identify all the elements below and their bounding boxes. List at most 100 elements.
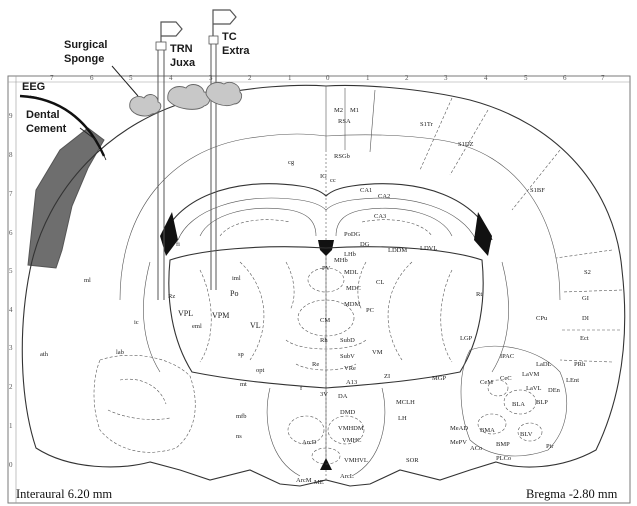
- region-label: fi: [176, 241, 180, 248]
- region-label: VL: [250, 321, 261, 330]
- top-tick: 6: [563, 74, 567, 82]
- region-label: BMA: [480, 427, 495, 434]
- lateral-ventricle-left: [160, 212, 178, 256]
- region-label: DA: [338, 393, 348, 400]
- region-label: ME: [314, 479, 324, 486]
- left-tick: 1: [9, 422, 13, 430]
- region-label: MCLH: [396, 399, 415, 406]
- region-label: VPL: [178, 309, 193, 318]
- left-tick: 8: [9, 151, 13, 159]
- region-label: LDVL: [420, 245, 437, 252]
- bregma-label: Bregma -2.80 mm: [526, 487, 618, 501]
- region-label: S1DZ: [458, 141, 474, 148]
- region-label: 3V: [320, 391, 328, 398]
- region-label: MDM: [344, 301, 360, 308]
- top-tick: 6: [90, 74, 94, 82]
- tc-label-line1: TC: [222, 31, 237, 43]
- trn-label-line2: Juxa: [170, 57, 196, 69]
- left-tick: 9: [9, 112, 13, 120]
- region-label: LaVL: [526, 385, 542, 392]
- region-label: ns: [236, 433, 242, 440]
- top-tick: 2: [248, 74, 252, 82]
- top-tick: 7: [50, 74, 54, 82]
- region-label: CeM: [480, 379, 493, 386]
- region-label: RSGb: [334, 153, 350, 160]
- tc-label-line2: Extra: [222, 45, 250, 57]
- region-label: Pir: [546, 443, 554, 450]
- region-label: cg: [288, 159, 295, 166]
- region-label: BLA: [512, 401, 525, 408]
- region-label: BLP: [536, 399, 548, 406]
- left-axis: 9 8 7 6 5 4 3 2 1 0: [9, 76, 16, 503]
- region-label: PC: [366, 307, 374, 314]
- left-tick: 5: [9, 267, 13, 275]
- region-label: ml: [84, 277, 91, 284]
- region-label: VM: [372, 349, 383, 356]
- trn-label-line1: TRN: [170, 43, 193, 55]
- region-label: ArcD: [302, 439, 317, 446]
- region-label: GI: [582, 295, 589, 302]
- left-tick: 2: [9, 383, 13, 391]
- left-lower-region: [94, 355, 195, 452]
- region-label: LHb: [344, 251, 356, 258]
- region-label: SOR: [406, 457, 419, 464]
- region-label: MePV: [450, 439, 467, 446]
- region-label: BMP: [496, 441, 510, 448]
- top-tick: 0: [326, 74, 330, 82]
- surgical-sponge: [130, 82, 242, 116]
- left-tick: 4: [9, 306, 13, 314]
- region-label: DEn: [548, 387, 561, 394]
- region-label: M1: [350, 107, 359, 114]
- region-label: IPAC: [500, 353, 514, 360]
- region-label: LH: [398, 415, 407, 422]
- region-label: SubV: [340, 353, 355, 360]
- region-label: Rt: [476, 291, 482, 298]
- top-tick: 5: [129, 74, 133, 82]
- region-label: DMD: [340, 409, 355, 416]
- dental-cement: [28, 128, 104, 268]
- region-label: PV: [322, 265, 331, 272]
- region-label: ArcM: [296, 477, 312, 484]
- region-label: mt: [240, 381, 247, 388]
- region-label: CA2: [378, 193, 390, 200]
- region-label: MHb: [334, 257, 348, 264]
- region-label: lab: [116, 349, 124, 356]
- top-tick: 4: [169, 74, 173, 82]
- dental-cement-label-line2: Cement: [26, 123, 67, 135]
- top-tick: 1: [288, 74, 292, 82]
- region-label: Re: [312, 361, 319, 368]
- region-label: CM: [320, 317, 330, 324]
- region-label: LDDM: [388, 247, 407, 254]
- region-label: ArcL: [340, 473, 354, 480]
- region-label: MGP: [432, 375, 446, 382]
- left-tick: 3: [9, 344, 13, 352]
- region-label: opt: [256, 367, 265, 374]
- region-label: MeAD: [450, 425, 468, 432]
- region-label: S1Tr: [420, 121, 434, 128]
- left-tick: 0: [9, 461, 13, 469]
- region-label: ZI: [384, 373, 390, 380]
- top-tick: 2: [405, 74, 409, 82]
- top-tick: 4: [484, 74, 488, 82]
- region-label: VPM: [212, 311, 229, 320]
- interaural-label: Interaural 6.20 mm: [16, 487, 112, 501]
- region-label: M2: [334, 107, 343, 114]
- region-label: Ect: [580, 335, 589, 342]
- region-label: IG: [320, 173, 327, 180]
- dental-cement-label-line1: Dental: [26, 109, 60, 121]
- region-label: Rz: [168, 293, 175, 300]
- region-label: Po: [230, 289, 238, 298]
- region-label: PoDG: [344, 231, 361, 238]
- region-label: PRh: [574, 361, 586, 368]
- top-tick: 7: [601, 74, 605, 82]
- region-label: iml: [232, 275, 241, 282]
- eeg-label: EEG: [22, 81, 45, 93]
- region-label: VMHC: [342, 437, 362, 444]
- region-label: RSA: [338, 118, 351, 125]
- region-label: ACo: [470, 445, 482, 452]
- region-label: BLV: [520, 431, 533, 438]
- region-label: DG: [360, 241, 370, 248]
- region-label: CA3: [374, 213, 386, 220]
- lateral-ventricle-right: [474, 212, 492, 256]
